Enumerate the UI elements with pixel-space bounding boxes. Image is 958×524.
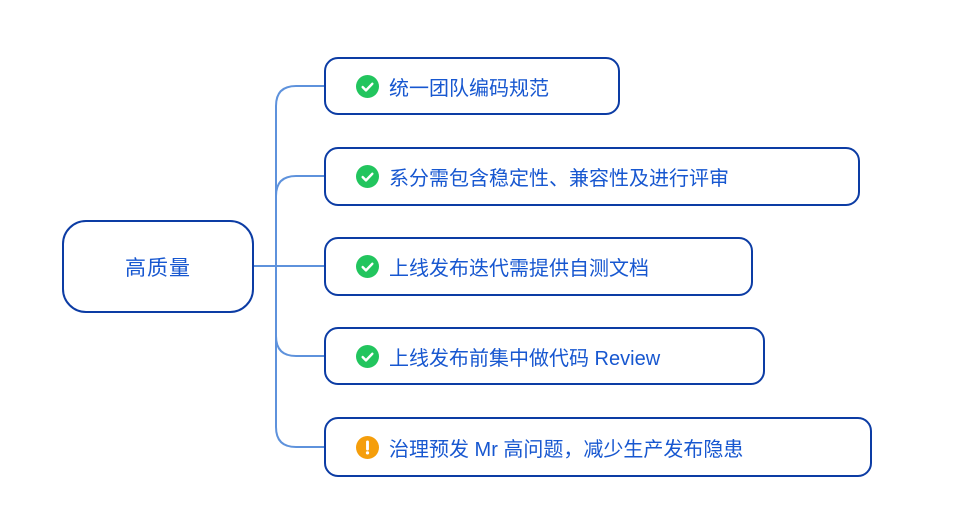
connector-root-to-child-5 xyxy=(275,265,325,448)
child-node-self-test-doc[interactable]: 上线发布迭代需提供自测文档 xyxy=(324,237,753,296)
warning-icon xyxy=(356,435,379,459)
connector-root-to-child-1 xyxy=(275,85,325,267)
connector-root-to-child-2 xyxy=(275,175,325,267)
root-node-label: 高质量 xyxy=(125,256,191,280)
connector-root-to-child-4 xyxy=(275,265,325,357)
child-node-system-design-review[interactable]: 系分需包含稳定性、兼容性及进行评审 xyxy=(324,147,860,206)
child-node-label: 系分需包含稳定性、兼容性及进行评审 xyxy=(389,168,729,190)
child-node-label: 治理预发 Mr 高问题，减少生产发布隐患 xyxy=(389,438,744,461)
child-node-coding-standard[interactable]: 统一团队编码规范 xyxy=(324,57,620,115)
check-icon xyxy=(356,344,379,368)
child-node-label: 统一团队编码规范 xyxy=(389,77,549,100)
check-icon xyxy=(356,165,379,188)
child-node-pre-release-mr[interactable]: 治理预发 Mr 高问题，减少生产发布隐患 xyxy=(324,417,872,477)
root-node[interactable]: 高质量 xyxy=(62,220,254,313)
child-node-code-review[interactable]: 上线发布前集中做代码 Review xyxy=(324,327,765,385)
check-icon xyxy=(356,74,379,98)
check-icon xyxy=(356,255,379,278)
child-node-label: 上线发布迭代需提供自测文档 xyxy=(389,258,649,280)
child-node-label: 上线发布前集中做代码 Review xyxy=(389,347,661,370)
